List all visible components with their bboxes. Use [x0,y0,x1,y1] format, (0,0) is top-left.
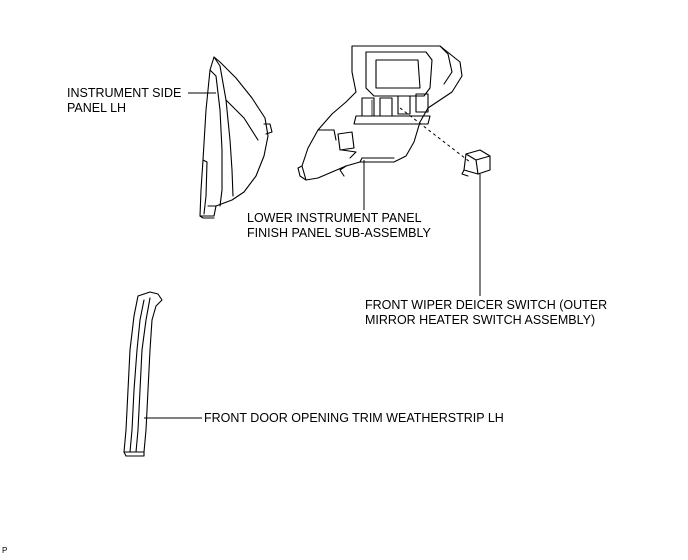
footer-code: P [2,546,8,555]
label-lower-panel-line2: FINISH PANEL SUB-ASSEMBLY [247,225,431,240]
instrument-side-panel-drawing [199,56,273,219]
label-instrument-side-panel-line1: INSTRUMENT SIDE [67,86,182,100]
label-wiper-switch-line2: MIRROR HEATER SWITCH ASSEMBLY) [365,312,596,327]
lower-panel-drawing [297,45,463,181]
label-wiper-switch: FRONT WIPER DEICER SWITCH (OUTER MIRROR … [365,298,607,327]
wiper-deicer-switch-drawing [461,149,491,177]
weatherstrip-drawing [123,291,163,457]
label-lower-panel: LOWER INSTRUMENT PANEL FINISH PANEL SUB-… [247,211,431,240]
label-lower-panel-line1: LOWER INSTRUMENT PANEL [247,211,422,225]
label-instrument-side-panel: INSTRUMENT SIDE PANEL LH [67,86,181,115]
label-wiper-switch-line1: FRONT WIPER DEICER SWITCH (OUTER [365,298,608,312]
label-weatherstrip-text: FRONT DOOR OPENING TRIM WEATHERSTRIP LH [204,411,504,425]
dashed-switch-install-line [399,107,471,163]
label-instrument-side-panel-line2: PANEL LH [67,100,127,115]
label-weatherstrip: FRONT DOOR OPENING TRIM WEATHERSTRIP LH [204,411,504,426]
